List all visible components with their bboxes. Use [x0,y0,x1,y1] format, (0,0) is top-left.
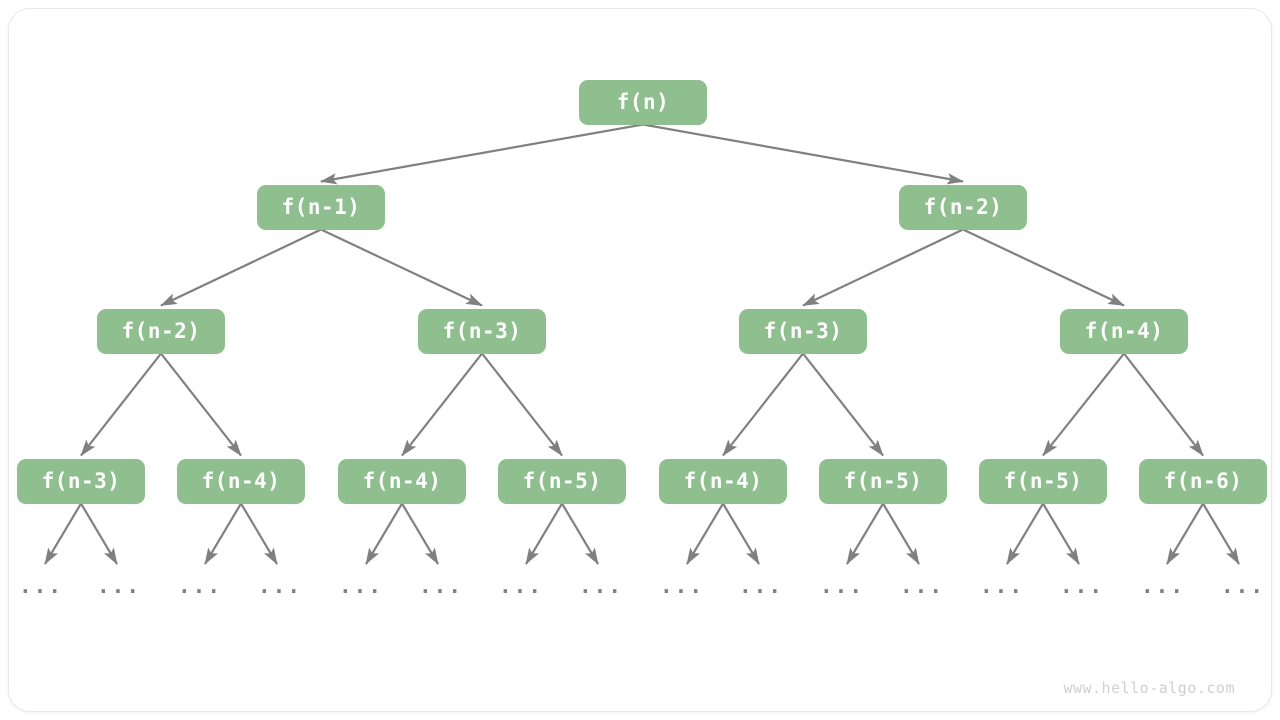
ellipsis-marker: ... [97,574,141,598]
tree-edge-leaf [686,502,724,565]
tree-node: f(n-4) [177,458,305,504]
tree-edge [1123,352,1204,457]
tree-edge [160,228,322,307]
tree-node: f(n-4) [338,458,466,504]
tree-edge-leaf [204,502,242,565]
tree-edge-leaf [525,502,563,565]
tree-node: f(n-3) [418,308,546,354]
ellipsis-marker: ... [579,574,623,598]
tree-node: f(n) [579,79,707,125]
tree-edge [401,352,483,457]
tree-node: f(n-2) [899,184,1027,230]
ellipsis-marker: ... [1221,574,1265,598]
ellipsis-marker: ... [660,574,704,598]
ellipsis-marker: ... [1060,574,1104,598]
tree-edge [80,352,162,457]
tree-edge [1042,352,1125,457]
ellipsis-marker: ... [739,574,783,598]
tree-edge [802,228,964,307]
tree-node: f(n-3) [17,458,145,504]
tree-edge [160,352,242,457]
tree-node: f(n-2) [97,308,225,354]
tree-edge-leaf [44,502,82,565]
tree-edge-leaf [882,502,920,565]
tree-node: f(n-5) [979,458,1107,504]
watermark: www.hello-algo.com [1063,679,1235,697]
tree-edge-leaf [1166,502,1204,565]
ellipsis-marker: ... [980,574,1024,598]
tree-edge-leaf [240,502,278,565]
ellipsis-marker: ... [820,574,864,598]
tree-edge-leaf [561,502,599,565]
diagram-stage: f(n) f(n-1) f(n-2) f(n-2) f(n-3) f(n-3) f(n-4)… [9,9,1271,711]
tree-edge [481,352,563,457]
tree-edge [320,228,483,307]
tree-edge [962,228,1125,307]
tree-node: f(n-6) [1139,458,1267,504]
ellipsis-marker: ... [258,574,302,598]
ellipsis-marker: ... [419,574,463,598]
diagram-canvas: f(n) f(n-1) f(n-2) f(n-2) f(n-3) f(n-3) f(n-4)… [8,8,1272,712]
ellipsis-marker: ... [900,574,944,598]
tree-node: f(n-1) [257,184,385,230]
tree-edge-leaf [365,502,403,565]
ellipsis-marker: ... [339,574,383,598]
tree-node: f(n-3) [739,308,867,354]
tree-edge-leaf [1202,502,1240,565]
tree-edge-leaf [401,502,439,565]
tree-edge [642,123,964,185]
tree-edge-leaf [1042,502,1080,565]
tree-edge [802,352,884,457]
tree-edge [722,352,804,457]
tree-node: f(n-5) [819,458,947,504]
ellipsis-marker: ... [19,574,63,598]
tree-edge-leaf [1006,502,1044,565]
ellipsis-marker: ... [499,574,543,598]
tree-node: f(n-4) [1060,308,1188,354]
ellipsis-marker: ... [178,574,222,598]
tree-edge-leaf [846,502,884,565]
tree-edge-leaf [722,502,760,565]
tree-edge [320,123,644,185]
tree-node: f(n-5) [498,458,626,504]
tree-node: f(n-4) [659,458,787,504]
ellipsis-marker: ... [1141,574,1185,598]
tree-edge-leaf [80,502,118,565]
